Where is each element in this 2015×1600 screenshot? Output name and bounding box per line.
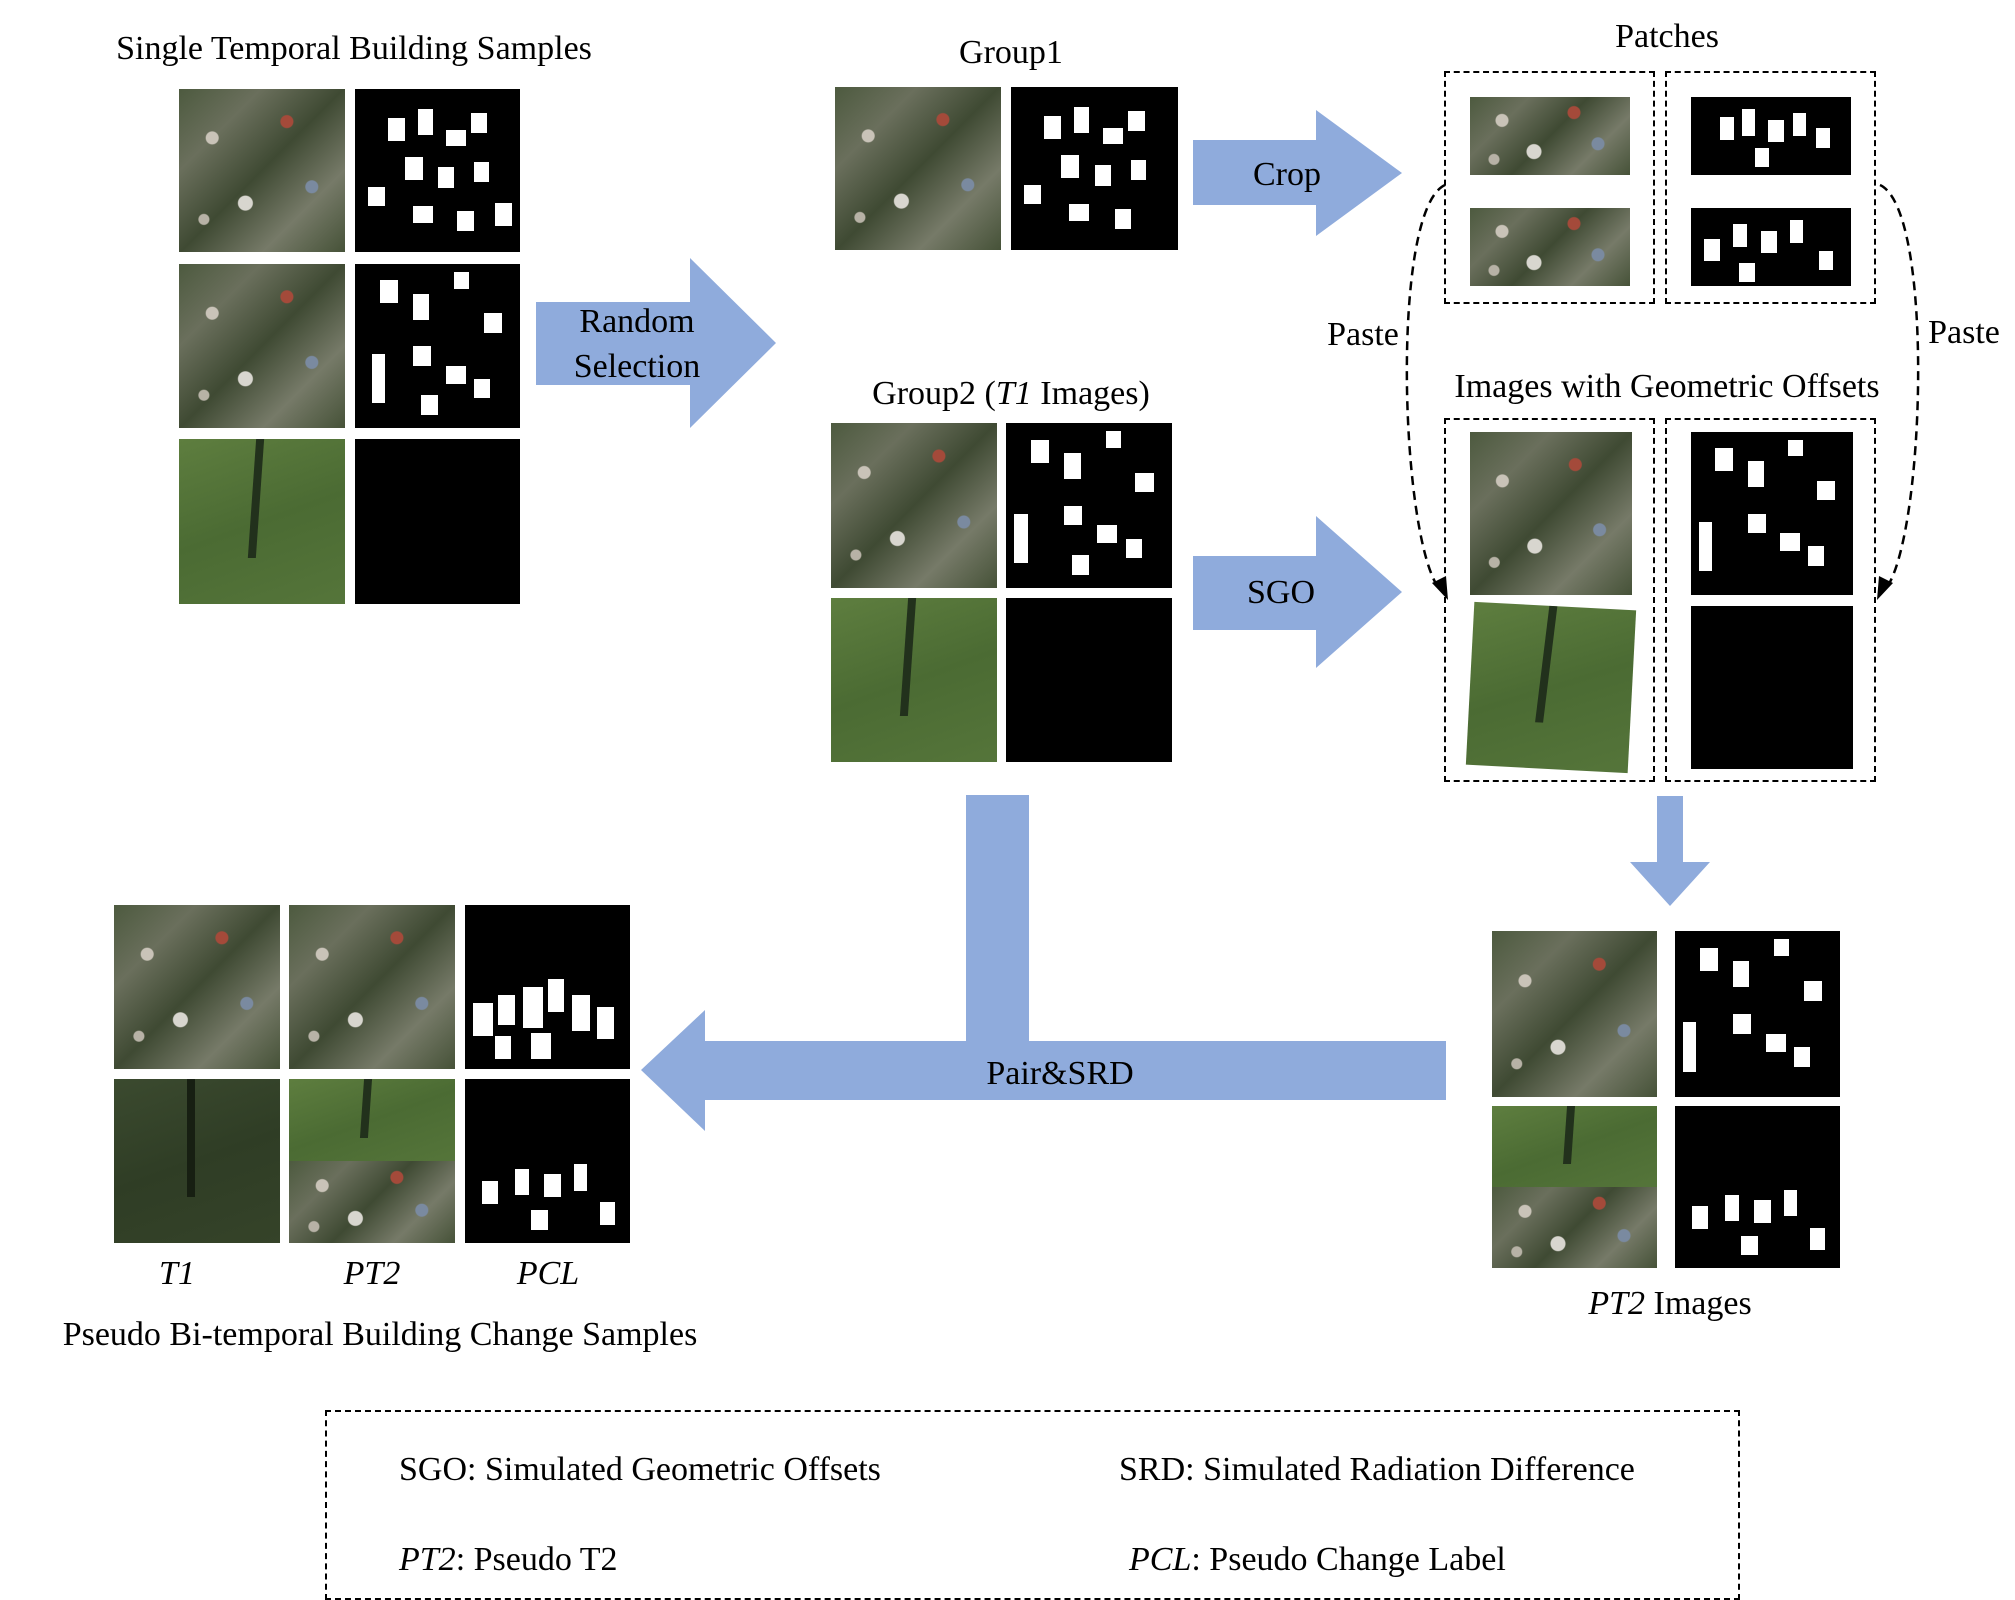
paste-right-label: Paste	[1928, 314, 2000, 351]
building-mask	[355, 89, 520, 252]
pcl-mask	[465, 1079, 630, 1243]
t1-column-label: T1	[159, 1255, 195, 1292]
pt2-composite-image	[1492, 1106, 1657, 1268]
legend-sgo: SGO: Simulated Geometric Offsets	[399, 1451, 881, 1488]
sgo-label: SGO	[1246, 574, 1316, 611]
aerial-image	[179, 89, 345, 252]
aerial-image	[831, 423, 997, 588]
pcl-column-label: PCL	[516, 1255, 580, 1292]
pt2-aerial-image	[1492, 931, 1657, 1097]
t1-aerial-image	[114, 905, 280, 1069]
patches-mask-box	[1665, 71, 1876, 304]
pseudo-samples-title: Pseudo Bi-temporal Building Change Sampl…	[62, 1316, 698, 1353]
patches-title: Patches	[1615, 18, 1719, 55]
patch-image	[1470, 208, 1630, 286]
single-temporal-title: Single Temporal Building Samples	[116, 30, 592, 67]
paste-right-curve	[1879, 183, 1920, 591]
building-mask	[355, 264, 520, 428]
pair-srd-label: Pair&SRD	[986, 1055, 1134, 1092]
pair-srd-stem	[966, 795, 1029, 1041]
offset-aerial-image	[1470, 432, 1632, 595]
random-selection-label-1: Random	[579, 303, 695, 340]
group2-title: Group2 (T1 Images)	[872, 375, 1150, 412]
legend-box: SGO: Simulated Geometric Offsets SRD: Si…	[325, 1410, 1740, 1600]
pasted-field-part	[289, 1079, 455, 1161]
t1-dark-field-image	[114, 1079, 280, 1243]
empty-mask	[1006, 598, 1172, 762]
random-selection-label-2: Selection	[573, 348, 701, 385]
pt2-building-mask	[1675, 931, 1840, 1097]
aerial-image	[179, 264, 345, 428]
legend-pt2: PT2: Pseudo T2	[399, 1541, 618, 1578]
pt2-column-label: PT2	[343, 1255, 401, 1292]
group1-title: Group1	[959, 34, 1063, 71]
patches-image-box	[1444, 71, 1655, 304]
offset-empty-mask	[1691, 606, 1853, 769]
legend-srd: SRD: Simulated Radiation Difference	[1119, 1451, 1635, 1488]
paste-left-label: Paste	[1327, 316, 1399, 353]
geometric-offsets-title: Images with Geometric Offsets	[1454, 368, 1880, 405]
pt2-composite-image	[289, 1079, 455, 1243]
offset-image-box	[1444, 418, 1655, 782]
offset-building-mask	[1691, 432, 1853, 595]
empty-mask	[355, 439, 520, 604]
random-selection-arrow	[536, 258, 776, 428]
building-mask	[1011, 87, 1178, 250]
pt2-aerial-image	[289, 905, 455, 1069]
pasted-field-part	[1492, 1106, 1657, 1187]
pt2-images-title: PT2 Images	[1588, 1285, 1752, 1322]
aerial-image-field	[179, 439, 345, 604]
pcl-mask	[465, 905, 630, 1069]
legend-pcl: PCL: Pseudo Change Label	[1129, 1541, 1506, 1578]
paste-left-curve	[1405, 183, 1446, 591]
patch-mask	[1691, 97, 1851, 175]
paste-right-arrowhead	[1877, 576, 1893, 600]
offset-mask-box	[1665, 418, 1876, 782]
patch-image	[1470, 97, 1630, 175]
pt2-composite-mask	[1675, 1106, 1840, 1268]
aerial-image-field	[831, 598, 997, 762]
crop-arrow	[1193, 110, 1402, 236]
building-mask	[1006, 423, 1172, 588]
aerial-image	[835, 87, 1001, 250]
offset-aerial-image-field	[1465, 601, 1637, 774]
pasted-patch-part	[1492, 1187, 1657, 1268]
pasted-patch-part	[289, 1161, 455, 1243]
pair-srd-arrow	[641, 1010, 1446, 1131]
crop-label: Crop	[1253, 156, 1321, 193]
sgo-arrow	[1193, 516, 1402, 668]
patch-mask	[1691, 208, 1851, 286]
down-arrow	[1630, 796, 1710, 906]
